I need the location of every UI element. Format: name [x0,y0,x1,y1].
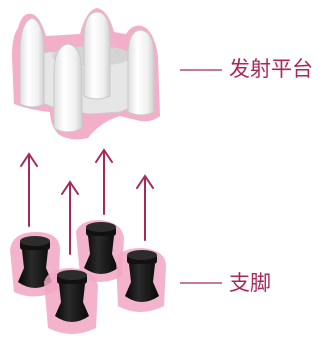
foot-icon [116,248,166,312]
up-arrow-icon [95,148,113,215]
foot-icon [76,220,124,282]
up-arrow-icon [20,152,38,227]
feet-label: 支脚 [229,271,271,295]
foot-icon [44,268,98,334]
launch-platform-icon [12,8,160,140]
launch-platform-label: 发射平台 [229,57,313,81]
up-arrow-icon [136,174,154,241]
up-arrow-icon [61,180,79,255]
